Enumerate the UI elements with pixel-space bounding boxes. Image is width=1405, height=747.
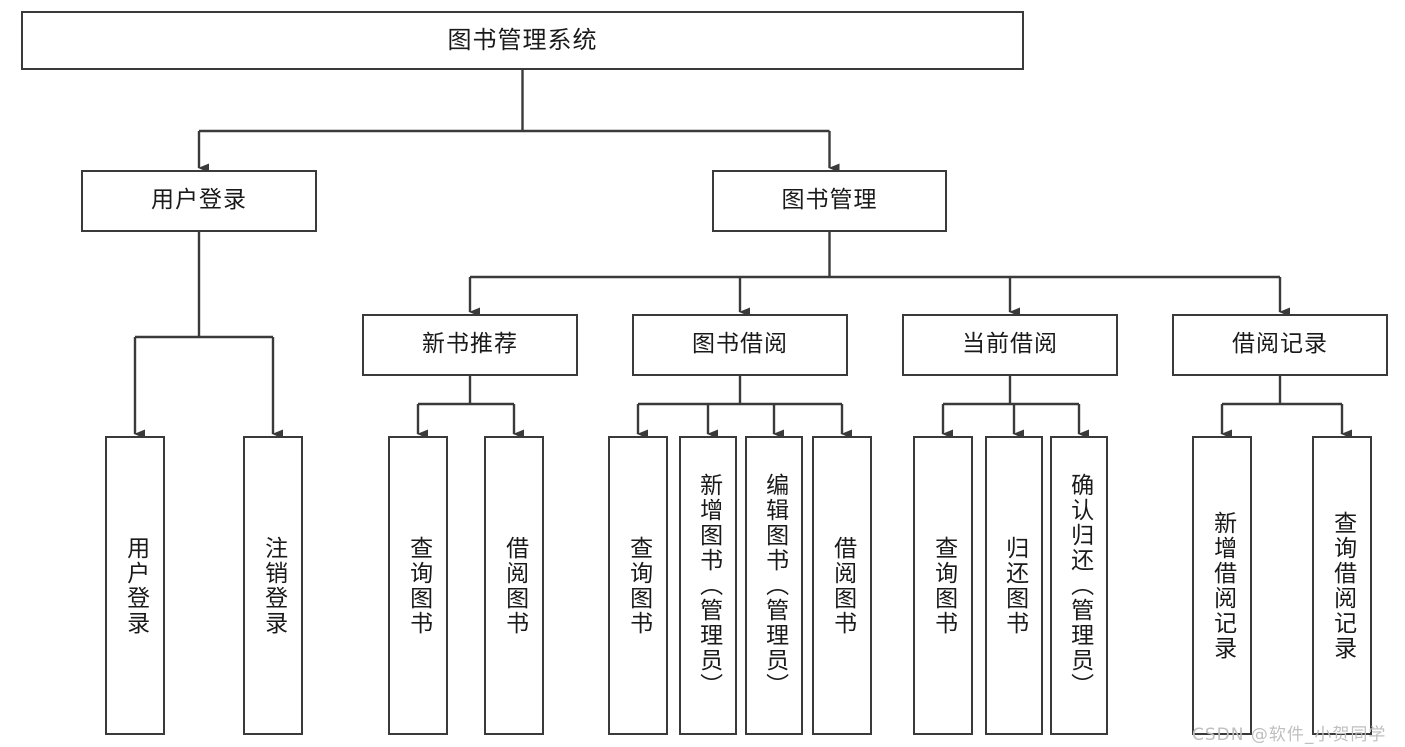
node-label: 借阅图书 (829, 535, 856, 636)
leaf-add-record[interactable]: 新增借阅记录 (1192, 436, 1252, 735)
node-label: 查询图书 (625, 535, 652, 636)
node-label: 借阅图书 (501, 535, 528, 636)
node-label: 图书管理 (781, 187, 878, 214)
leaf-add-book[interactable]: 新增图书（管理员） (679, 436, 737, 735)
node-user-login[interactable]: 用户登录 (81, 170, 317, 232)
leaf-logout[interactable]: 注销登录 (243, 436, 303, 735)
node-label: 查询图书 (405, 535, 432, 636)
node-label: 新增借阅记录 (1209, 510, 1236, 661)
leaf-edit-book[interactable]: 编辑图书（管理员） (745, 436, 803, 735)
leaf-query-book-2[interactable]: 查询图书 (608, 436, 668, 735)
node-label: 新书推荐 (422, 331, 518, 358)
node-label: 编辑图书（管理员） (761, 473, 788, 698)
node-label: 用户登录 (151, 187, 247, 214)
node-book-borrow[interactable]: 图书借阅 (632, 314, 848, 376)
csdn-watermark: CSDN @软件_小贺同学 (1192, 725, 1387, 745)
leaf-borrow-book-2[interactable]: 借阅图书 (812, 436, 872, 735)
leaf-query-record[interactable]: 查询借阅记录 (1312, 436, 1372, 735)
leaf-user-login[interactable]: 用户登录 (105, 436, 165, 735)
node-label: 图书管理系统 (447, 26, 598, 55)
leaf-return-book[interactable]: 归还图书 (985, 436, 1043, 735)
leaf-query-book-3[interactable]: 查询图书 (913, 436, 973, 735)
node-root[interactable]: 图书管理系统 (21, 11, 1024, 70)
leaf-borrow-book-1[interactable]: 借阅图书 (484, 436, 544, 735)
node-label: 当前借阅 (962, 331, 1058, 358)
leaf-confirm-return[interactable]: 确认归还（管理员） (1050, 436, 1108, 735)
node-new-book-recommend[interactable]: 新书推荐 (362, 314, 578, 376)
node-label: 确认归还（管理员） (1066, 473, 1093, 698)
leaf-query-book-1[interactable]: 查询图书 (388, 436, 448, 735)
node-borrow-records[interactable]: 借阅记录 (1172, 314, 1388, 376)
node-label: 查询借阅记录 (1329, 510, 1356, 661)
node-label: 借阅记录 (1232, 331, 1328, 358)
node-label: 图书借阅 (692, 331, 788, 358)
node-label: 用户登录 (122, 535, 149, 636)
node-label: 查询图书 (930, 535, 957, 636)
node-label: 归还图书 (1001, 535, 1028, 636)
node-label: 新增图书（管理员） (695, 473, 722, 698)
node-label: 注销登录 (260, 535, 287, 636)
node-current-borrow[interactable]: 当前借阅 (902, 314, 1118, 376)
node-book-management[interactable]: 图书管理 (712, 170, 947, 232)
